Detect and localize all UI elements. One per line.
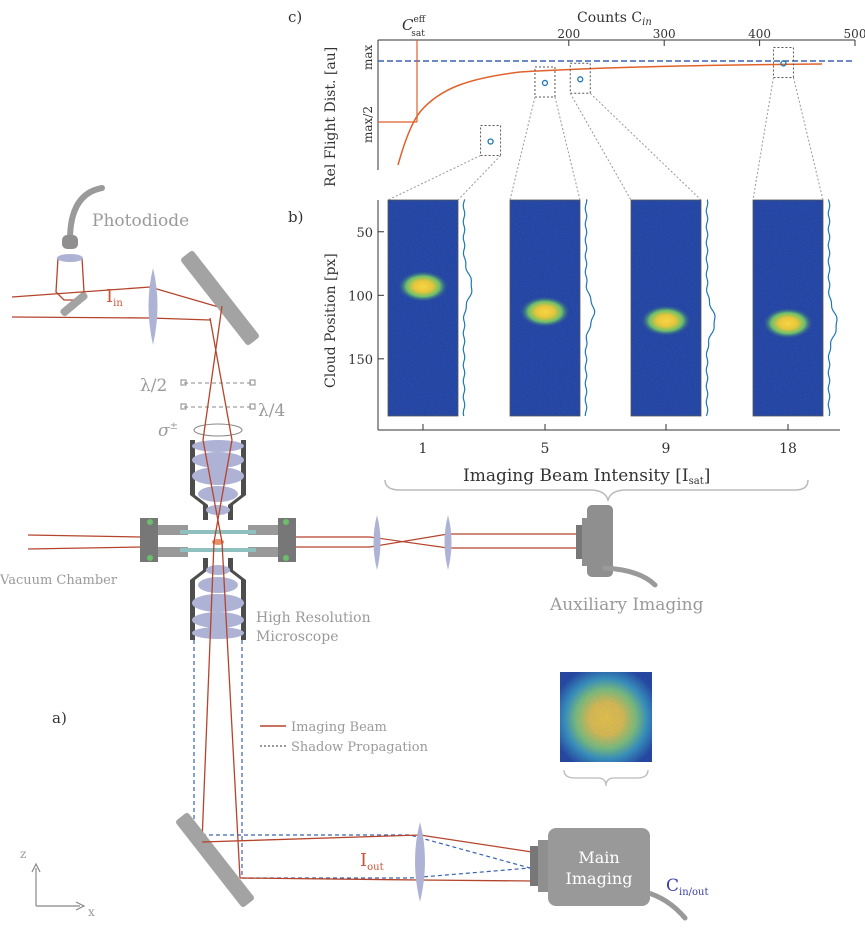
chart-c-xtick-label: 400: [748, 27, 771, 41]
photodiode: [55, 185, 105, 317]
cloud-blob: [640, 304, 692, 337]
photodiode-lens: [57, 254, 83, 262]
zoom-connector: [387, 155, 481, 201]
chart-c-x-ticks: 200 300 400 500: [557, 27, 865, 46]
chart-b-ylabel: Cloud Position [px]: [323, 253, 339, 388]
cloud-blob: [519, 295, 571, 328]
chart-c-xtick-label: 200: [557, 27, 580, 41]
polarization-arrow: [193, 423, 243, 437]
chart-b-images: 1 5 9 18: [387, 199, 838, 457]
chart-c-xtick-label: 500: [844, 27, 865, 41]
chart-b-ytick-label: 150: [348, 353, 373, 368]
input-lens: [148, 268, 158, 345]
vacuum-chamber-label: Vacuum Chamber: [0, 573, 118, 588]
vertical-beam: [201, 305, 241, 879]
chart-c-point: [577, 76, 584, 83]
chart-b-category-label: 1: [419, 441, 428, 457]
chart-b-category-label: 18: [779, 441, 797, 457]
shadow-propagation: [193, 640, 531, 879]
chart-c-zoom-box: [772, 46, 794, 78]
zoom-connector: [509, 96, 536, 201]
upper-objective: [190, 440, 246, 520]
coordinate-axes: [31, 862, 86, 911]
chart-c-zoom-box: [480, 125, 502, 157]
cloud-blob: [397, 270, 449, 303]
lambda-quarter-label: λ/4: [258, 401, 285, 421]
i-in-label: Iin: [106, 286, 123, 309]
zoom-connector: [792, 77, 824, 201]
axis-z-label: z: [20, 847, 26, 861]
aux-camera: [576, 505, 658, 588]
cloud-profile: [705, 199, 716, 417]
cloud-image: 9: [630, 199, 716, 457]
chart-c-zoom-box: [569, 62, 591, 94]
zoom-connector: [589, 92, 702, 201]
chart-c-zoom-box: [534, 66, 556, 98]
chart-c-ytick-max: max: [361, 44, 375, 70]
legend-shadow-propagation: Shadow Propagation: [291, 740, 429, 755]
axis-x-label: x: [88, 905, 95, 919]
aux-lens-1: [373, 515, 381, 570]
chart-c-point: [780, 60, 787, 67]
waveplates: λ/2 λ/4 σ±: [140, 376, 285, 441]
legend: Imaging Beam Shadow Propagation: [260, 720, 429, 755]
chart-c-xlabel: Counts Cin: [577, 10, 652, 28]
chart-b-y-ticks: 50 100 150: [348, 226, 384, 368]
lower-mirror: [176, 812, 254, 908]
setup-panel-a: a) Photodiode Iin λ/2 λ/4: [0, 185, 709, 921]
photodiode-pickoff: [60, 291, 88, 317]
chart-c-ylabel: Rel Flight Dist. [au]: [323, 47, 339, 187]
chart-b-category-label: 9: [662, 441, 671, 457]
sigma-label: σ±: [158, 421, 178, 441]
photodiode-label: Photodiode: [92, 211, 189, 231]
aux-beam: [27, 533, 578, 550]
main-lens: [415, 822, 425, 902]
i-out-label: Iout: [360, 850, 384, 873]
aux-lens-2: [444, 515, 452, 570]
brace-aux: [384, 479, 809, 503]
legend-imaging-beam: Imaging Beam: [291, 720, 387, 735]
zoom-connector: [752, 77, 774, 201]
cloud-profile: [584, 199, 596, 417]
c-inout-label: Cin/out: [666, 876, 709, 898]
photodiode-cable: [67, 185, 105, 243]
chart-c-point: [487, 138, 494, 145]
cloud-image: 18: [752, 199, 838, 457]
chart-b-xlabel: Imaging Beam Intensity [Isat]: [463, 466, 710, 487]
chart-c-xtick-label: 300: [653, 27, 676, 41]
cloud-blob: [762, 307, 814, 340]
chart-b-ytick-label: 100: [348, 289, 373, 304]
panel-label-b: b): [288, 208, 303, 226]
chart-c-ytick-half: max/2: [361, 106, 375, 143]
cloud-image: 5: [509, 199, 596, 457]
zoom-connector: [554, 96, 581, 201]
panel-label-a: a): [52, 709, 67, 727]
chart-c-fit-curve: [397, 63, 823, 166]
zoom-connector: [457, 155, 501, 201]
chart-b-ytick-label: 50: [356, 226, 373, 241]
chart-c-points: [480, 46, 794, 157]
upper-mirror: [181, 250, 259, 346]
chart-panel-c: c) 200 300 400 500 Counts Cin Rel Flight Di…: [288, 8, 865, 187]
zoom-connectors: [387, 77, 824, 201]
panel-label-c: c): [288, 8, 302, 26]
lower-objective: [190, 558, 246, 640]
chart-b-category-label: 5: [541, 441, 550, 457]
chart-panel-b: b) Cloud Position [px] 50 100 150 1 5 9 18 Im…: [288, 199, 840, 503]
main-camera-image: [560, 672, 652, 787]
cloud-profile: [827, 199, 838, 417]
chart-c-point: [541, 79, 549, 87]
vacuum-chamber: [140, 518, 296, 562]
photodiode-body: [62, 235, 78, 249]
zoom-connector: [569, 93, 632, 201]
cloud-profile: [462, 199, 473, 417]
cloud-image: 1: [387, 199, 473, 457]
lambda-half-label: λ/2: [140, 376, 167, 396]
aux-imaging-label: Auxiliary Imaging: [549, 595, 704, 615]
main-camera: [530, 828, 688, 921]
